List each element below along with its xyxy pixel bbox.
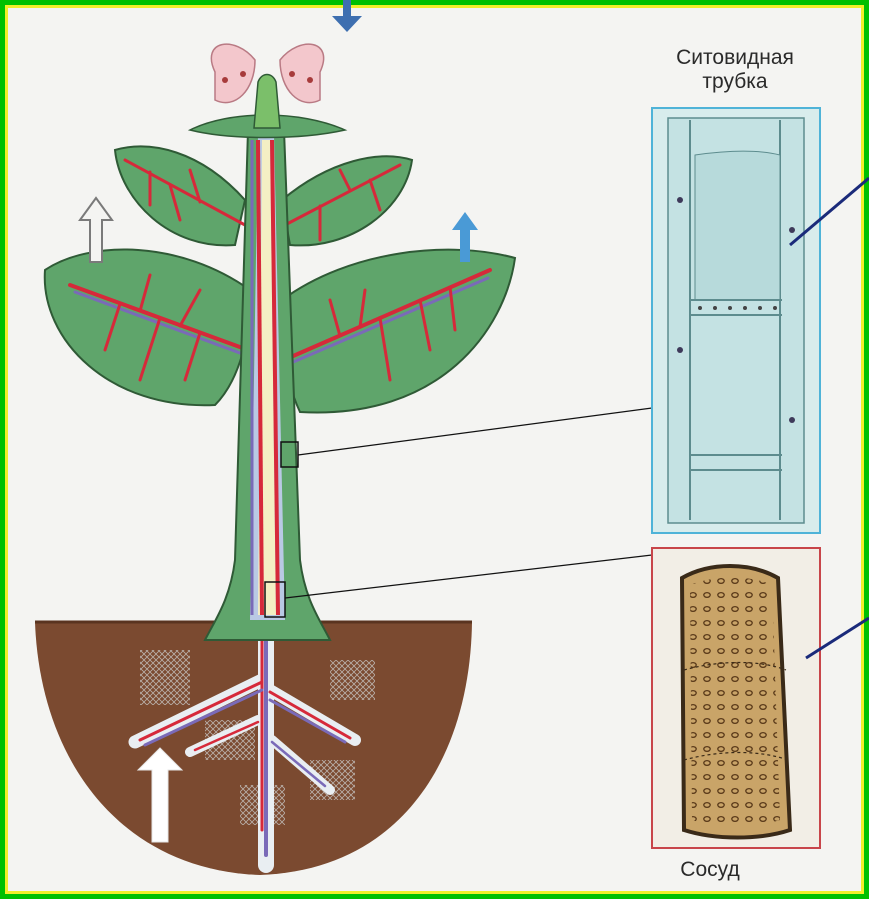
- vessel-panel: [652, 548, 820, 848]
- vessel-label: Сосуд: [640, 858, 780, 882]
- flower: [190, 44, 345, 137]
- sieve-tube-label-line1: Ситовидная: [640, 46, 830, 70]
- sieve-tube-panel: [652, 108, 820, 533]
- sieve-tube-label: Ситовидная трубка: [640, 46, 830, 94]
- sieve-tube-label-line2: трубка: [640, 70, 830, 94]
- magnification-markers: [265, 408, 652, 617]
- down-arrow-icon: [332, 0, 362, 32]
